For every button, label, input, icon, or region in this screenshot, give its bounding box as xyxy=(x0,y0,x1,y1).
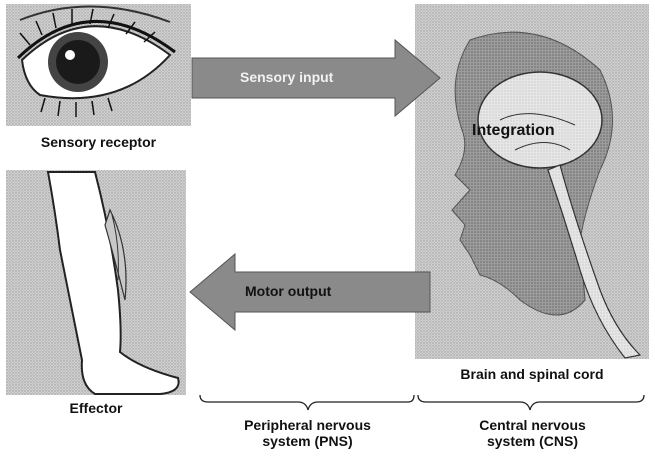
eye-icon xyxy=(6,4,191,126)
integration-label: Integration xyxy=(472,122,555,140)
cns-brace xyxy=(418,395,644,410)
cns-label: Central nervous system (CNS) xyxy=(425,417,640,449)
pns-label-line1: Peripheral nervous xyxy=(205,417,410,433)
sensory-receptor-label: Sensory receptor xyxy=(6,134,191,150)
pns-brace xyxy=(200,395,414,410)
brain-spinal-cord-label: Brain and spinal cord xyxy=(415,366,649,382)
effector-label: Effector xyxy=(6,400,186,416)
sensory-input-label: Sensory input xyxy=(240,69,333,85)
pns-label-line2: system (PNS) xyxy=(205,433,410,449)
leg-icon xyxy=(6,170,186,395)
cns-label-line2: system (CNS) xyxy=(425,433,640,449)
cns-label-line1: Central nervous xyxy=(425,417,640,433)
motor-output-label: Motor output xyxy=(245,283,331,299)
pns-label: Peripheral nervous system (PNS) xyxy=(205,417,410,449)
head-profile-icon xyxy=(415,4,649,359)
